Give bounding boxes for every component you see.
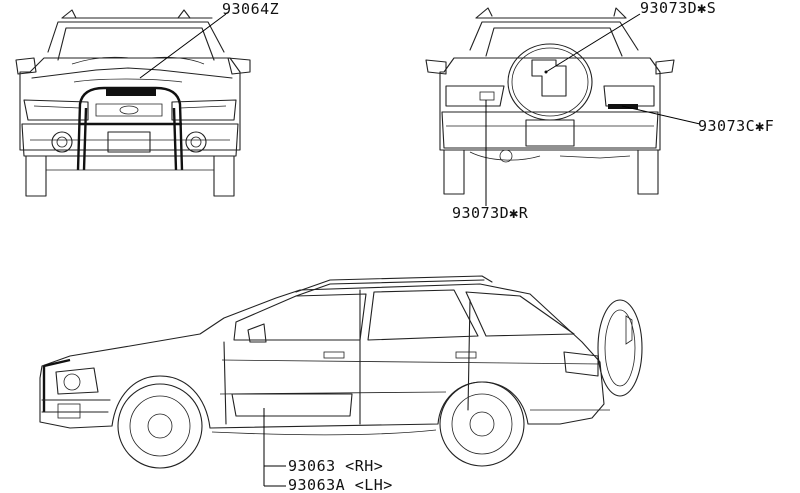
label-side-stripe-rh: 93063 <RH>: [288, 457, 383, 475]
label-spare-cover-badge: 93073D✱S: [640, 0, 716, 17]
label-tail-left-badge: 93073D✱R: [452, 204, 529, 222]
leader-line-spare-cover: [545, 13, 641, 73]
leader-line-tail-right: [621, 105, 701, 125]
hood-scoop: [106, 88, 156, 96]
rear-view: [425, 7, 701, 206]
leader-line-side-stripe: [263, 408, 286, 487]
label-hood-emblem: 93064Z: [222, 0, 279, 18]
side-view: [39, 275, 643, 487]
rear-door-window: [367, 289, 479, 341]
rear-wheel: [439, 381, 525, 467]
front-wheel: [117, 383, 203, 469]
quarter-window: [465, 291, 575, 337]
label-side-stripe-lh: 93063A <LH>: [288, 476, 393, 493]
spare-tire-rear: [507, 43, 593, 121]
spare-cover-badge: [531, 59, 567, 97]
leader-line-hood-emblem: [139, 13, 227, 79]
spare-tire-side: [597, 299, 643, 397]
front-view: [15, 9, 251, 197]
side-stripe-panel: [231, 393, 353, 417]
front-window: [233, 293, 367, 341]
label-tail-right-badge: 93073C✱F: [698, 117, 774, 135]
